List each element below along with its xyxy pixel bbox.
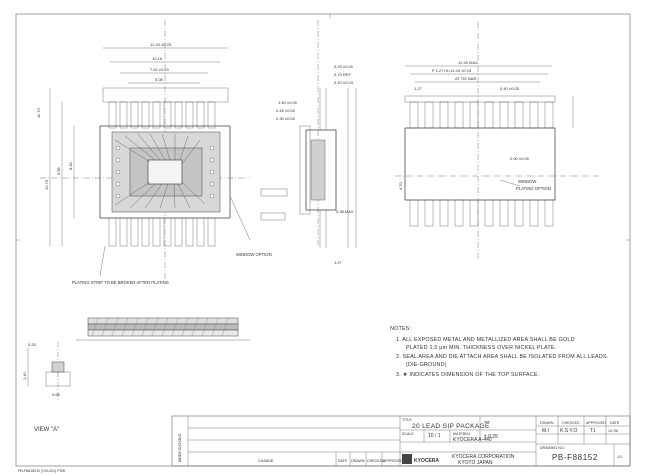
drawing-no: PB-F88152 [552, 453, 598, 462]
section-hatching [91, 317, 229, 337]
leader-window [229, 195, 251, 241]
title-block: MODIFICATIONS CHANGE DATE DRAWN CHECKED … [171, 415, 631, 467]
side-dim-2: 0.20 ±0.03 [334, 80, 354, 85]
side-body-cavity [310, 139, 326, 201]
col-drawn: DRAWN [351, 459, 365, 463]
die [147, 159, 183, 185]
bond-fingers [114, 133, 206, 209]
unit-value: mm [484, 420, 490, 424]
end-plating-option-label: PLATING OPTION [516, 186, 551, 191]
upper-leads [102, 87, 229, 129]
lower-leads [108, 217, 216, 247]
window-option-note: WINDOW OPTION [236, 252, 272, 257]
dim-text-3: 5.08 [155, 77, 164, 82]
balloon-2 [260, 212, 286, 221]
date-value: 10-'96 [608, 429, 618, 433]
side-lid [299, 125, 311, 215]
note-2b: (DIE-GROUND) [406, 362, 447, 368]
scale-value: 10 / 1 [428, 433, 441, 439]
end-window-label: WINDOW [518, 179, 536, 184]
material-value: KYOCERA A-440 [453, 437, 492, 443]
view-a-dim-2: 0.60 [52, 392, 61, 397]
drawn-value: M.I [542, 428, 549, 434]
side-body [305, 129, 337, 211]
note-1b: PLATED 1.5 μm MIN. THICKNESS OVER NICKEL… [406, 345, 556, 351]
end-upper-leads [404, 95, 556, 129]
title-text: 20 LEAD SIP PACKAGE [412, 423, 490, 430]
end-dim-2: AT TIE BAR [455, 76, 476, 81]
end-view: 12.40 MAX P 1.27×9=11.43 ±0.15 AT TIE BA… [395, 22, 598, 260]
view-a: 0.25 1.40 0.60 VIEW "A" [22, 342, 71, 433]
end-leader-window [499, 179, 521, 187]
material-label: MATERIAL [453, 432, 471, 436]
end-dim-0: 12.40 MAX [458, 60, 478, 65]
dim-text-1: 10.16 [152, 56, 163, 61]
side-dim-4: 0.45 ±0.05 [276, 108, 296, 113]
left-dim-text-1: 12.70 [44, 179, 49, 190]
view-a-dim-1: 1.40 [22, 371, 27, 380]
col-approved: APPROVED [383, 459, 403, 463]
leader-plating-strip [99, 245, 106, 277]
section-layer-1 [87, 317, 239, 325]
end-dim-1: P 1.27×9=11.43 ±0.15 [432, 68, 472, 73]
company-name: KYOCERA CORPORATION [452, 454, 515, 460]
left-dim-text-3: 8.30 [68, 161, 73, 170]
view-a-lead [51, 361, 65, 373]
end-dim-5: 1.27 [414, 86, 423, 91]
col-date: DATE [338, 459, 348, 463]
tolerance-value: ± 0.25 [484, 434, 498, 440]
dim-text-2: 7.62 ±0.15 [150, 67, 170, 72]
pads [115, 145, 215, 199]
left-dim-text-2: 9.85 [56, 166, 61, 175]
top-view: 12.40 ±0.25 10.16 7.62 ±0.15 5.08 [36, 20, 288, 285]
end-body [404, 127, 556, 201]
note-2a: 2. SEAL AREA AND DIE ATTACH AREA SHALL B… [396, 354, 608, 360]
checked-label: CHECKED [562, 421, 580, 425]
drawn-label: DRAWN [540, 421, 554, 425]
end-dim-4: 0.90 ±0.05 [510, 156, 530, 161]
end-dim-3: 0.40 ±0.05 [500, 86, 520, 91]
end-dim-6: 4.70 [398, 181, 403, 190]
scale-label: SCALE [402, 432, 414, 436]
side-dim-6: 0.38 MAX [336, 209, 354, 214]
balloon-1 [260, 188, 288, 197]
end-lower-leads [409, 199, 554, 227]
side-dim-1: 0.70 REF [334, 72, 351, 77]
side-view: 0.25 ±0.05 0.70 REF 0.20 ±0.03 1.40 ±0.0… [276, 20, 357, 265]
view-a-dim-0: 0.25 [28, 342, 37, 347]
section-layer-2 [87, 323, 239, 331]
side-dim-7: 1.27 [334, 260, 343, 265]
notes-header: NOTES: [390, 326, 411, 332]
cross-section [76, 317, 250, 341]
company-city: KYOTO JAPAN [458, 460, 493, 466]
note-1a: 1. ALL EXPOSED METAL AND METALLIZED AREA… [396, 337, 575, 343]
rev-label: MODIFICATIONS [178, 433, 182, 462]
side-dim-5: 0.30 ±0.05 [276, 116, 296, 121]
side-dim-3: 1.40 ±0.05 [278, 100, 298, 105]
title-label: TITLE [402, 418, 412, 422]
note-3: 3. ★ INDICATES DIMENSION OF THE TOP SURF… [396, 372, 539, 378]
approved-label: APPROVED [586, 421, 606, 425]
side-dim-0: 0.25 ±0.05 [334, 64, 354, 69]
change-header: CHANGE [258, 459, 274, 463]
drawing-no-label: DRAWING NO. [540, 446, 565, 450]
plating-strip-note: PLATING STRIP TO BE BROKEN AFTER PLATING [72, 280, 169, 285]
kyocera-logo-text: KYOCERA [414, 458, 439, 464]
kyocera-logo [402, 454, 412, 464]
view-a-label: VIEW "A" [34, 427, 59, 433]
approved-value: T.I [590, 428, 595, 434]
sheet-value: 1/1 [617, 455, 622, 459]
checked-value: K.S Y.O [560, 428, 577, 434]
left-dim-text-4: 11.70 [36, 108, 41, 118]
col-checked: CHECKED [367, 459, 385, 463]
title-block-frame [171, 415, 631, 467]
date-label: DATE [610, 421, 620, 425]
footer-code: PB-F88152-B (720-201) PGB [18, 469, 66, 473]
notes: NOTES: 1. ALL EXPOSED METAL AND METALLIZ… [390, 326, 608, 378]
dim-text-0: 12.40 ±0.25 [150, 42, 172, 47]
